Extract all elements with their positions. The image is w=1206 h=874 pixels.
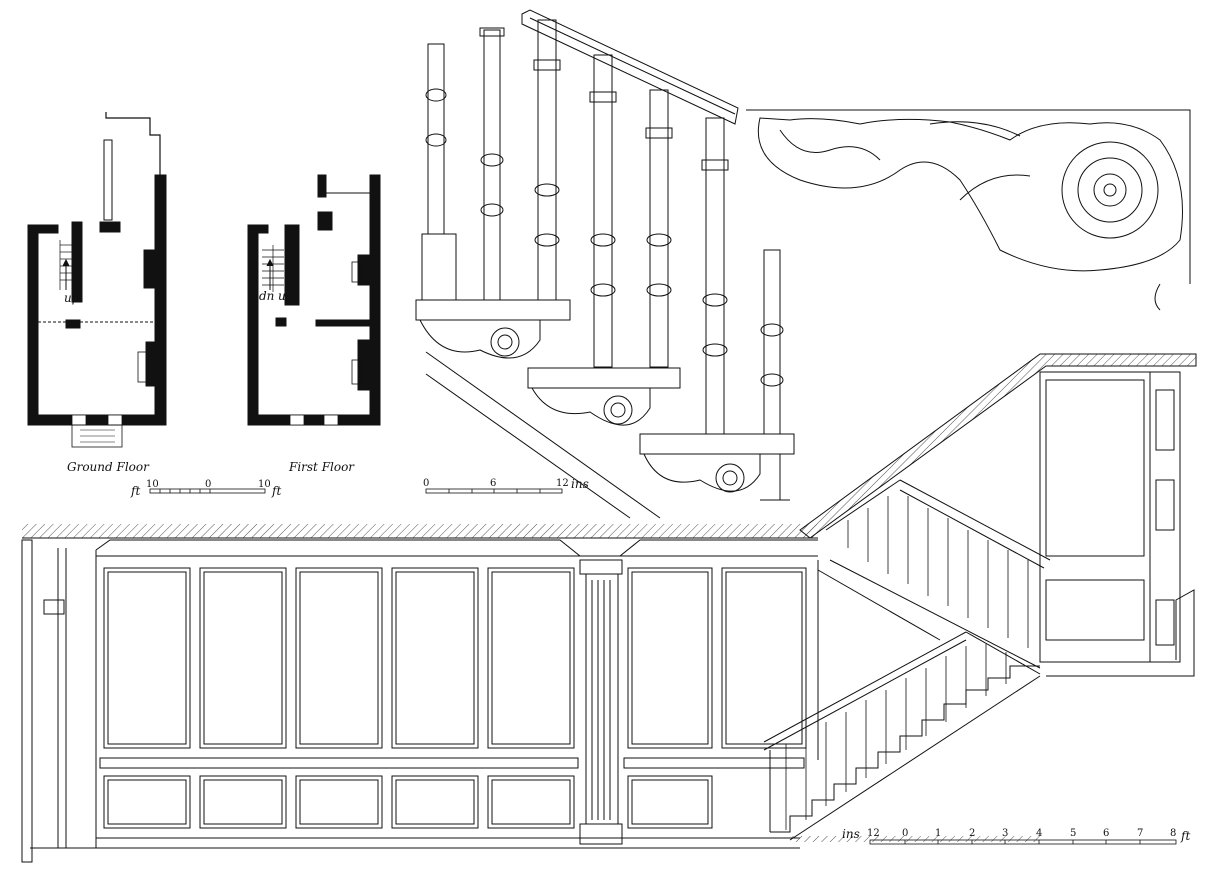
- baluster-1: [421, 43, 457, 301]
- stair-detail-scale-bar: [425, 488, 563, 494]
- plan-scale-unit-left: ft: [130, 484, 140, 498]
- stair-detail-scale-end: 12: [556, 478, 569, 489]
- elevation-scale-mark-3: 3: [1002, 828, 1008, 839]
- plan-scale-unit-right: ft: [271, 484, 281, 498]
- elevation-scale-mark-5: 5: [1070, 828, 1076, 839]
- ground-floor-title: Ground Floor: [67, 460, 150, 474]
- elevation-scale-mark-6: 6: [1103, 828, 1109, 839]
- first-floor-plan: [247, 174, 381, 426]
- stair-elevation: [763, 353, 1197, 842]
- stair-detail-scale-start: 0: [423, 478, 429, 489]
- baluster-5: [645, 89, 673, 368]
- elevation-scale-mark-2: 2: [969, 828, 975, 839]
- baluster-6: [701, 117, 729, 435]
- stair-detail-scale-unit: ins: [571, 477, 589, 491]
- elevation-scale-unit-right: ft: [1180, 829, 1190, 843]
- plan-scale-bar: [149, 488, 266, 494]
- ground-floor-plan: [27, 112, 167, 448]
- baluster-7: [760, 249, 784, 435]
- ground-floor-stair-label: up: [64, 291, 80, 305]
- first-floor-title: First Floor: [288, 460, 355, 474]
- stair-detail-scale-mid: 6: [490, 478, 496, 489]
- elevation-scale-left-value: 12: [867, 828, 880, 839]
- baluster-4: [589, 54, 617, 368]
- wall-elevation: [21, 524, 818, 863]
- elevation-scale-end: 8: [1170, 828, 1176, 839]
- baluster-3: [533, 19, 561, 301]
- elevation-scale-unit-left: ins: [842, 827, 860, 841]
- elevation-scale-mark-7: 7: [1137, 828, 1143, 839]
- carved-bracket-ornament: [746, 109, 1191, 311]
- plan-scale-left-value: 10: [146, 479, 159, 490]
- plan-scale-right-value: 10: [258, 479, 271, 490]
- elevation-scale-bar: [869, 839, 1177, 845]
- first-floor-stair-down-label: dn: [259, 289, 274, 303]
- elevation-scale-mark-4: 4: [1036, 828, 1042, 839]
- baluster-2: [479, 27, 505, 301]
- first-floor-stair-up-label: up: [278, 289, 294, 303]
- elevation-scale-zero: 0: [902, 828, 908, 839]
- plan-scale-zero: 0: [205, 479, 211, 490]
- elevation-scale-mark-1: 1: [935, 828, 941, 839]
- stair-baluster-detail: [415, 9, 795, 519]
